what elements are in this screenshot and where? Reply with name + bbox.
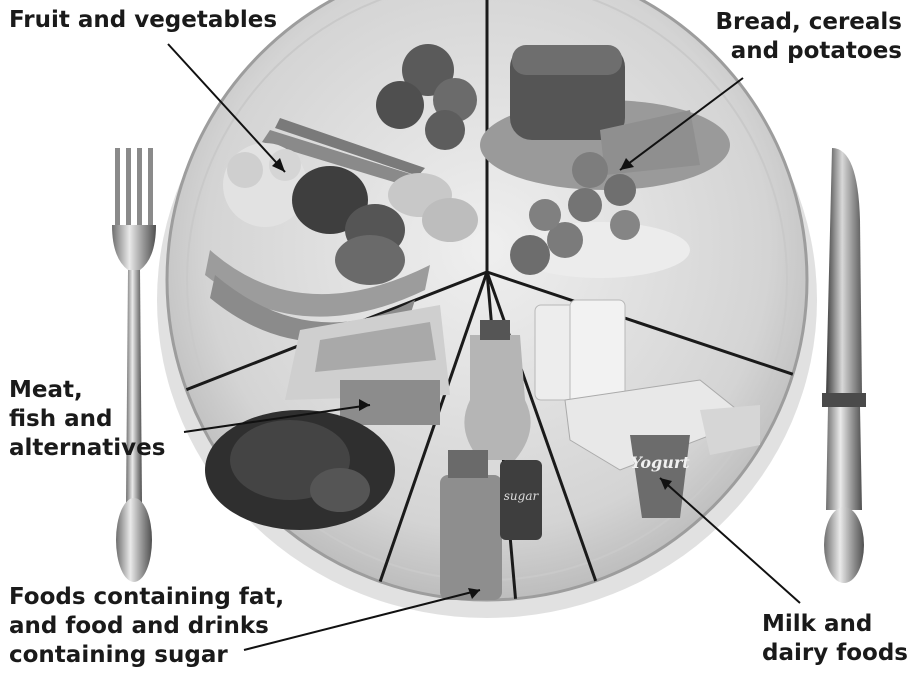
label-meat-line-1: Meat, bbox=[9, 376, 165, 405]
label-milk-line-1: Milk and bbox=[762, 610, 908, 639]
knife-icon bbox=[822, 148, 866, 583]
label-fat-sugar-line-3: containing sugar bbox=[9, 641, 284, 670]
label-fat-sugar: Foods containing fat, and food and drink… bbox=[9, 583, 284, 670]
label-meat-line-2: fish and bbox=[9, 405, 165, 434]
label-fat-sugar-line-2: and food and drinks bbox=[9, 612, 284, 641]
label-fruit-vegetables: Fruit and vegetables bbox=[9, 6, 277, 35]
label-milk-dairy: Milk and dairy foods bbox=[762, 610, 908, 668]
label-fruit-vegetables-line-1: Fruit and vegetables bbox=[9, 6, 277, 35]
label-meat-fish-alternatives: Meat, fish and alternatives bbox=[9, 376, 165, 463]
label-bread-cereals-potatoes: Bread, cereals and potatoes bbox=[716, 8, 902, 66]
label-bread-line-2: and potatoes bbox=[716, 37, 902, 66]
sugar-pot-label: sugar bbox=[504, 489, 540, 503]
label-fat-sugar-line-1: Foods containing fat, bbox=[9, 583, 284, 612]
yogurt-pot-label: Yogurt bbox=[630, 453, 690, 472]
label-bread-line-1: Bread, cereals bbox=[716, 8, 902, 37]
label-meat-line-3: alternatives bbox=[9, 434, 165, 463]
label-milk-line-2: dairy foods bbox=[762, 639, 908, 668]
fork-icon bbox=[112, 148, 156, 582]
